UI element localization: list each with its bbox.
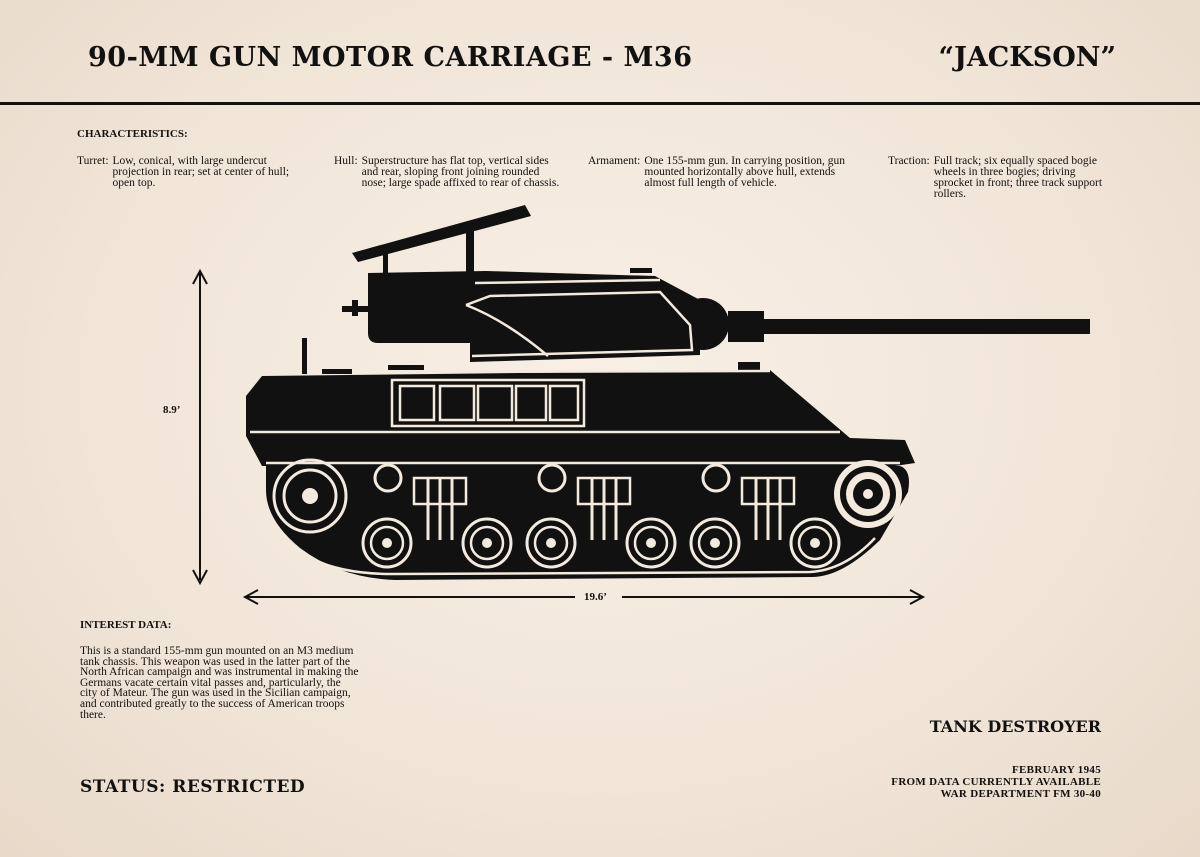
characteristics-heading: CHARACTERISTICS: bbox=[77, 128, 188, 140]
spec-traction-text: Full track; six equally spaced bogie whe… bbox=[933, 155, 1103, 200]
category-label: TANK DESTROYER bbox=[929, 717, 1101, 736]
spec-turret-text: Low, conical, with large undercut projec… bbox=[112, 155, 290, 189]
idler-wheel bbox=[272, 458, 348, 534]
tank-detail-lines bbox=[250, 278, 900, 576]
spec-hull-text: Superstructure has flat top, vertical si… bbox=[361, 155, 560, 189]
height-dimension-line bbox=[192, 268, 208, 586]
footer-source: FROM DATA CURRENTLY AVAILABLE bbox=[891, 776, 1101, 788]
length-dimension-label: 19.6’ bbox=[584, 591, 607, 603]
length-dimension-line bbox=[242, 589, 926, 605]
footer-reference: WAR DEPARTMENT FM 30-40 bbox=[940, 788, 1101, 800]
drive-sprocket bbox=[834, 460, 902, 528]
spec-hull-label: Hull: bbox=[334, 155, 358, 167]
bogie-assemblies bbox=[361, 463, 841, 569]
spec-hull: Hull: Superstructure has flat top, verti… bbox=[334, 155, 560, 189]
page-title: 90-MM GUN MOTOR CARRIAGE - M36 bbox=[88, 42, 693, 73]
spec-traction-label: Traction: bbox=[888, 155, 930, 167]
spec-armament-text: One 155-mm gun. In carrying position, gu… bbox=[644, 155, 845, 189]
spec-turret-label: Turret: bbox=[77, 155, 109, 167]
footer-date: FEBRUARY 1945 bbox=[1012, 764, 1101, 776]
spec-armament-label: Armament: bbox=[588, 155, 641, 167]
header-rule bbox=[0, 102, 1200, 105]
height-dimension-label: 8.9’ bbox=[163, 404, 181, 416]
spec-traction: Traction: Full track; six equally spaced… bbox=[888, 155, 1103, 200]
status-label: STATUS: RESTRICTED bbox=[80, 777, 306, 797]
vehicle-nickname: “JACKSON” bbox=[938, 42, 1116, 73]
spec-armament: Armament: One 155-mm gun. In carrying po… bbox=[588, 155, 856, 189]
interest-heading: INTEREST DATA: bbox=[80, 619, 172, 631]
spec-turret: Turret: Low, conical, with large undercu… bbox=[77, 155, 307, 189]
interest-text: This is a standard 155-mm gun mounted on… bbox=[80, 645, 359, 721]
